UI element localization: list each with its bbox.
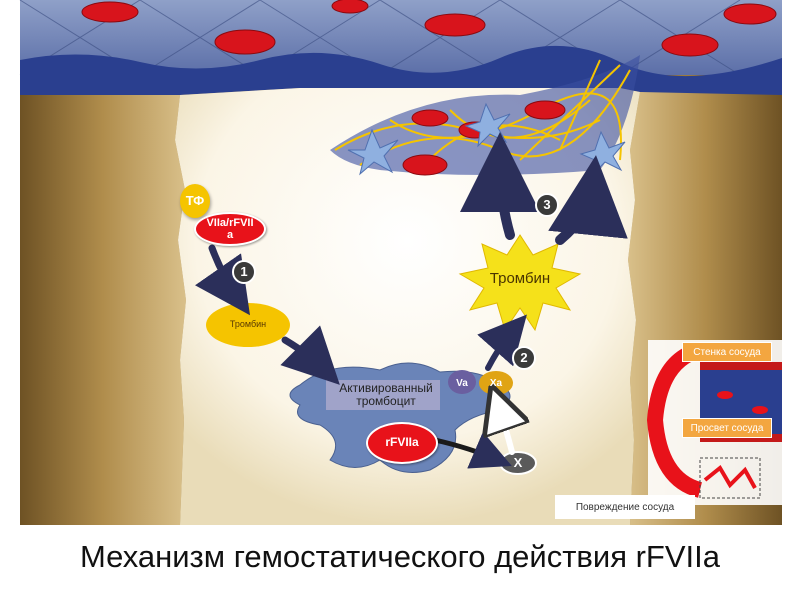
red-blood-cells — [81, 0, 777, 57]
arrow-thrombin-to-platelet — [280, 325, 340, 385]
left-vessel-wall — [20, 95, 186, 525]
thrombin-burst — [458, 234, 582, 332]
step-3-badge: 3 — [535, 193, 559, 217]
arrow-rfviia-to-x — [432, 431, 512, 469]
pathway-arrows — [195, 132, 628, 469]
step-1-badge: 1 — [232, 260, 256, 284]
tf-label: ТФ — [180, 184, 210, 218]
arrow-x-to-xa — [497, 402, 512, 455]
arrow-viia-to-thrombin — [195, 244, 250, 316]
vessel-damage-box — [555, 495, 695, 519]
activated-platelet-label: Активированный тромбоцит — [339, 380, 433, 408]
va-label: Va — [456, 377, 468, 389]
thrombin-big-label: Тромбин — [489, 269, 551, 287]
vessel-lumen-label: Просвет сосуда — [682, 418, 772, 438]
figure-caption: Механизм гемостатического действия rFVII… — [80, 539, 720, 574]
hemostasis-diagram — [19, 0, 782, 525]
vessel-lumen-top — [20, 0, 782, 75]
step-2-badge: 2 — [512, 346, 536, 370]
vessel-damage-label: Повреждение сосуда — [575, 501, 675, 513]
arrow-xa-to-thrombin — [477, 314, 527, 371]
va-shape — [448, 370, 476, 394]
viia-rfviia-label: VIIa/rFVIIa — [194, 212, 266, 246]
rfviia-label: rFVIIa — [366, 422, 438, 464]
arrow-thrombin-to-clot-left — [460, 132, 541, 240]
arrow-thrombin-to-clot-right — [548, 155, 628, 245]
x-label: X — [513, 454, 523, 470]
xa-label: Xa — [489, 377, 503, 389]
thrombin-small-label: Тромбин — [229, 319, 267, 330]
vessel-wall-label: Стенка сосуда — [682, 342, 772, 362]
